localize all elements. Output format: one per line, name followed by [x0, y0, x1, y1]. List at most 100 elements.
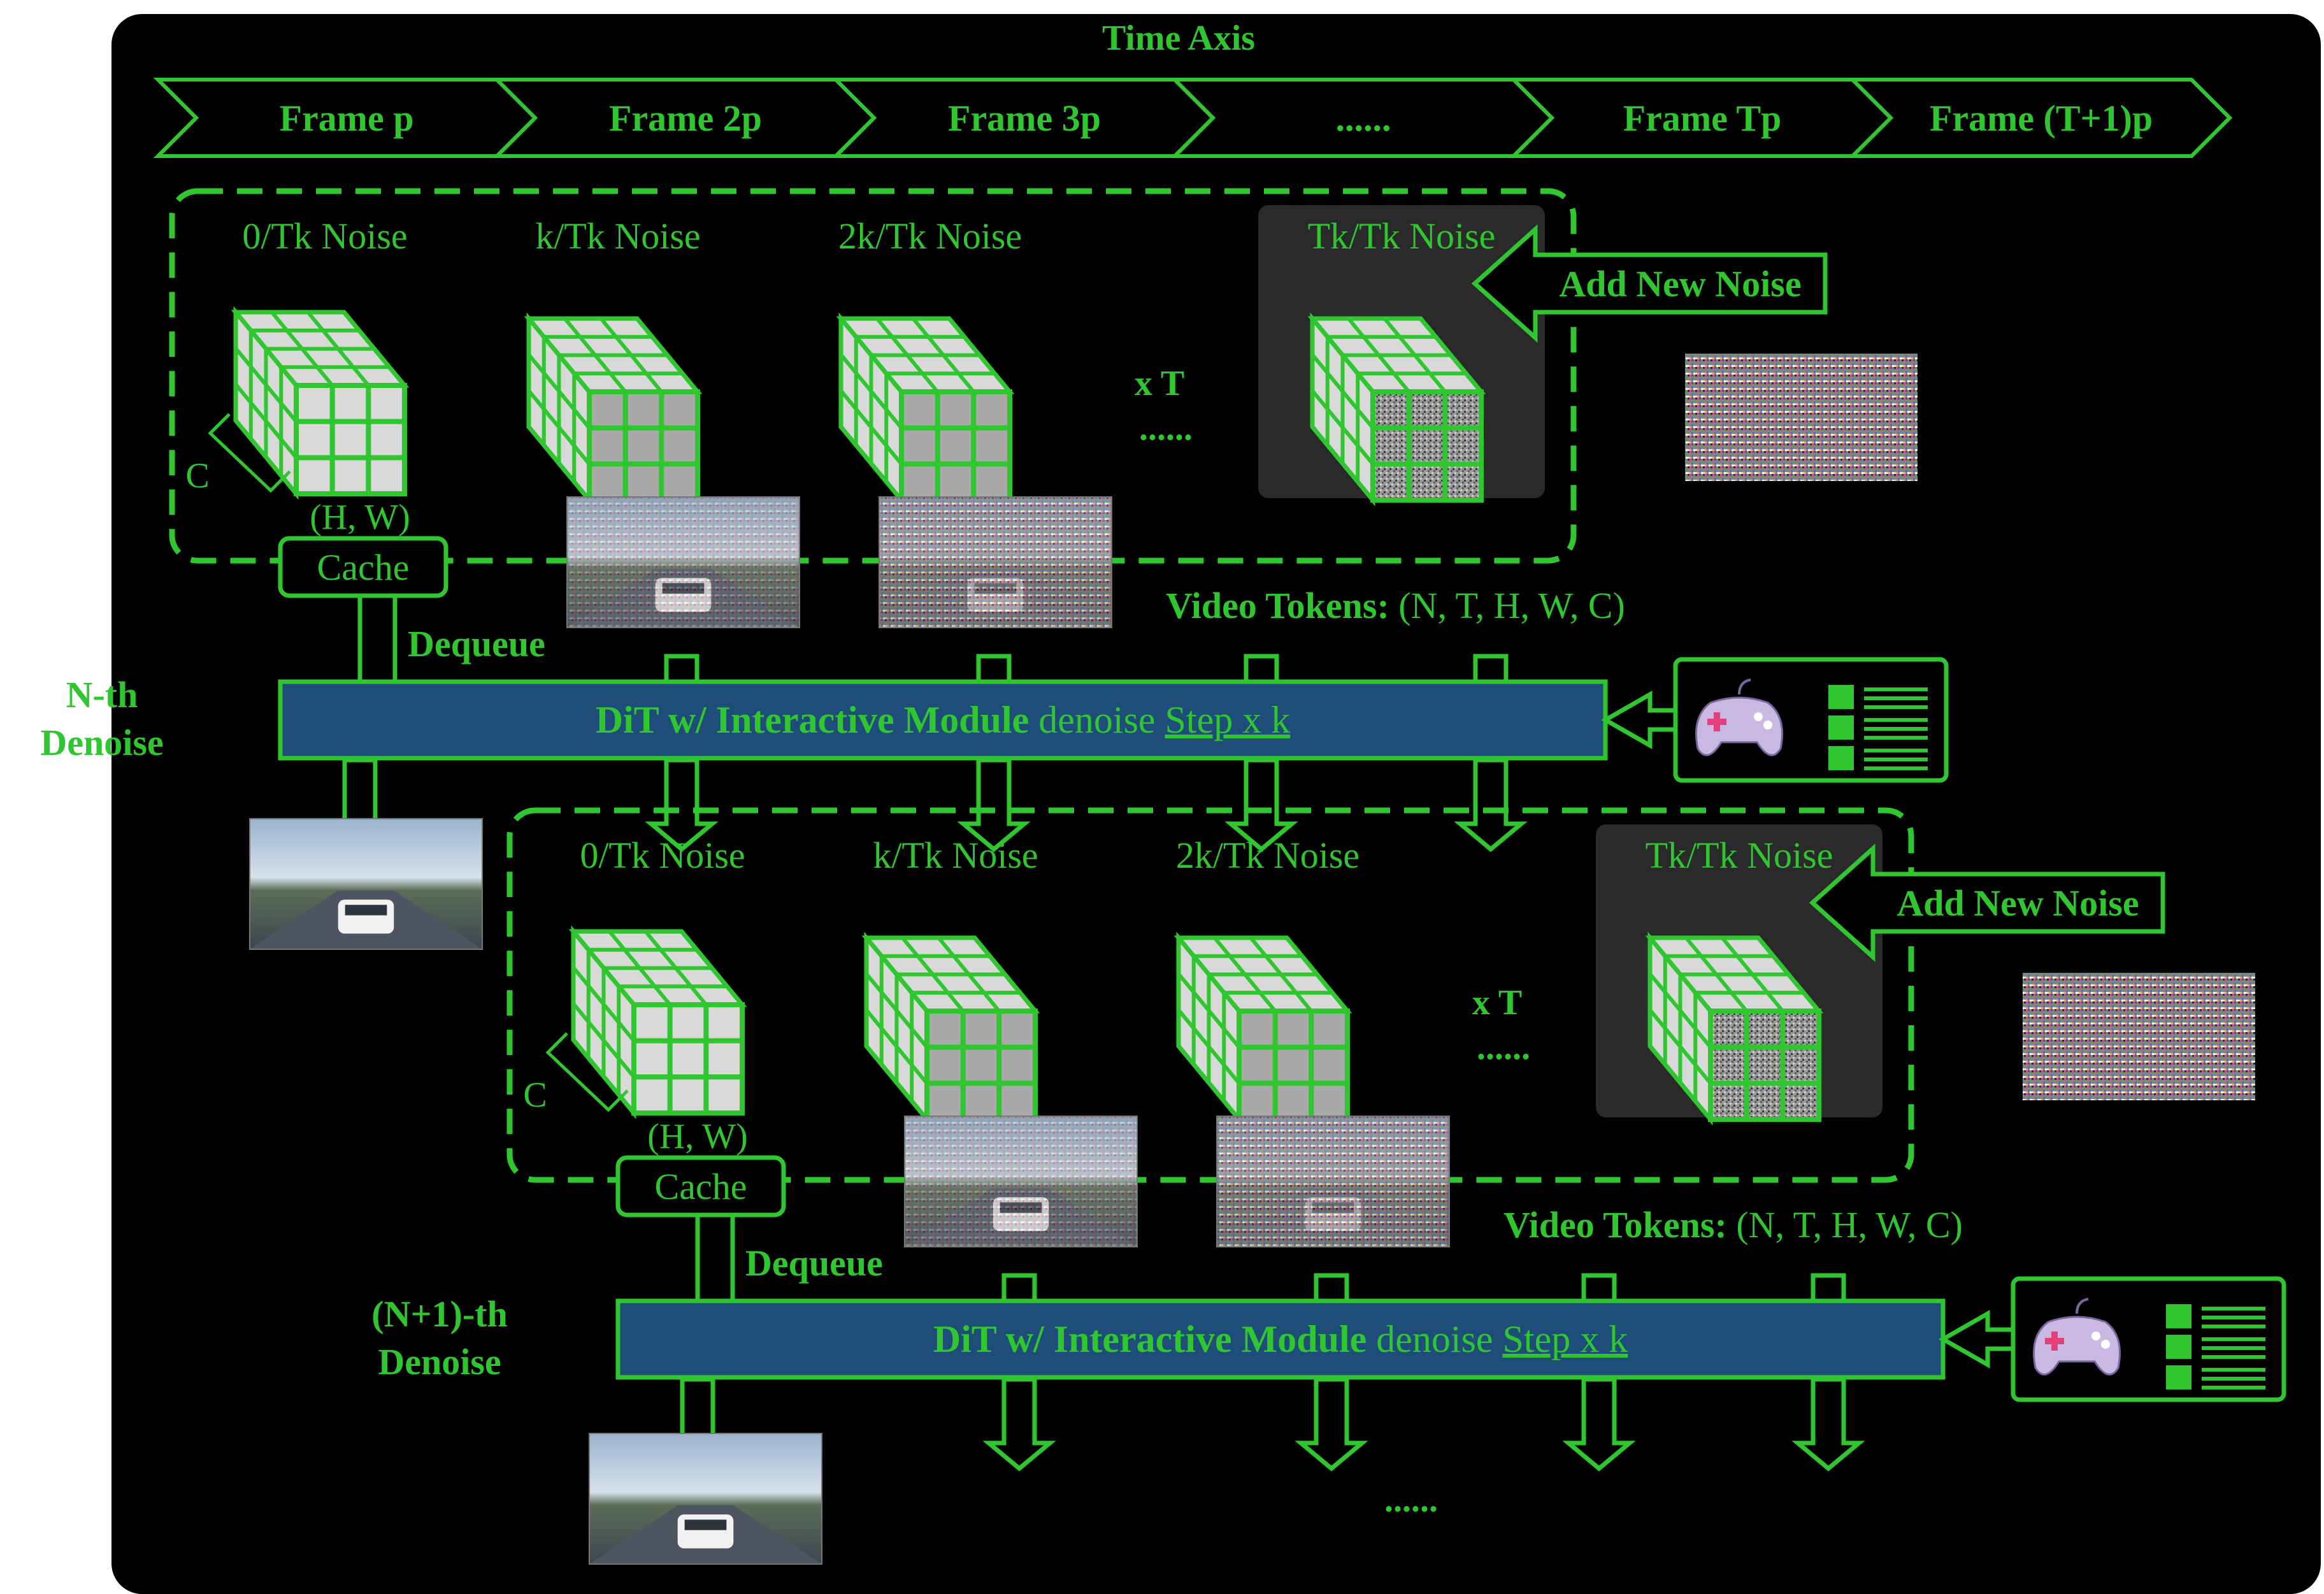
noise-overlay — [905, 1116, 1137, 1247]
final-output — [589, 1433, 822, 1565]
bottom-ellipsis: ...... — [1384, 1480, 1438, 1519]
noisy-frame — [879, 496, 1112, 628]
down-arrow — [1295, 1377, 1368, 1472]
noise-level-label: k/Tk Noise — [535, 215, 700, 257]
denoise-step-label: N-th — [66, 674, 138, 715]
token-input — [664, 654, 699, 682]
noise-overlay — [567, 497, 800, 628]
down-arrow — [1562, 1377, 1636, 1472]
cube-front — [1237, 1009, 1350, 1122]
cube-front — [899, 389, 1012, 503]
token-input — [1244, 654, 1279, 682]
down-arrow — [1454, 758, 1528, 852]
settings-icon — [1828, 746, 1854, 770]
down-arrow — [1224, 758, 1298, 852]
add-new-noise-label: Add New Noise — [1897, 882, 2139, 924]
c-dimension-label: C — [185, 456, 209, 496]
cube-front — [587, 389, 700, 503]
timeline-frame-label: Frame (T+1)p — [1930, 97, 2153, 139]
noise-level-label: 2k/Tk Noise — [1176, 835, 1359, 876]
noise-level-label: 0/Tk Noise — [242, 215, 407, 257]
cube-front — [1708, 1009, 1821, 1122]
video-tokens-shape: (N, T, H, W, C) — [1389, 585, 1625, 626]
gamepad-icon — [1695, 679, 1783, 756]
c-dimension-label: C — [523, 1075, 547, 1115]
noise-level-label: Tk/Tk Noise — [1646, 835, 1833, 876]
video-tokens-label: Video Tokens: (N, T, H, W, C) — [1503, 1204, 1963, 1246]
hw-dimension-label: (H, W) — [310, 498, 410, 537]
add-new-noise-label: Add New Noise — [1559, 263, 1801, 305]
video-tokens-bold: Video Tokens: — [1503, 1204, 1727, 1246]
latent-cube — [231, 306, 410, 500]
timeline-frame-label: Frame 3p — [948, 97, 1101, 139]
noise-level-label: 2k/Tk Noise — [838, 215, 1022, 257]
cache-box — [278, 536, 448, 598]
denoise-step-label: (N+1)-th — [371, 1293, 507, 1335]
checklist-icon — [2166, 1304, 2265, 1389]
c-dimension-bracket — [208, 413, 291, 493]
denoised-output-frame — [249, 818, 483, 950]
car-window — [345, 905, 387, 915]
timeline-frame-label: Frame 2p — [609, 97, 762, 139]
latent-cube — [1307, 312, 1486, 506]
video-tokens-shape: (N, T, H, W, C) — [1727, 1204, 1963, 1246]
token-input — [976, 654, 1012, 682]
partially-denoised-frame — [566, 496, 800, 628]
latent-cube — [524, 312, 703, 506]
cache-box — [615, 1155, 786, 1217]
token-input — [1001, 1273, 1037, 1301]
denoise-step-label: Denoise — [40, 722, 163, 763]
dequeue-label: Dequeue — [408, 623, 545, 664]
noise-level-label: 0/Tk Noise — [580, 835, 745, 876]
image-icon — [1828, 685, 1854, 709]
video-tokens-label: Video Tokens: (N, T, H, W, C) — [1166, 585, 1625, 626]
dit-bold: DiT w/ Interactive Module — [596, 699, 1029, 741]
gamepad-icon — [2033, 1298, 2121, 1375]
partially-denoised-frame — [904, 1116, 1138, 1247]
settings-icon — [2166, 1335, 2191, 1359]
timeline-chevron — [1847, 78, 2233, 158]
timeline-frame-label: Frame Tp — [1623, 97, 1782, 139]
dit-step: Step x k — [1503, 1318, 1628, 1360]
hw-dimension-label: (H, W) — [647, 1117, 748, 1156]
video-tokens-bold: Video Tokens: — [1166, 585, 1389, 626]
latent-cube — [836, 312, 1015, 506]
latent-cube — [861, 931, 1040, 1126]
dit-plain: denoise — [1366, 1318, 1502, 1360]
noise-overlay — [879, 497, 1112, 628]
noise-level-label: Tk/Tk Noise — [1308, 215, 1496, 257]
timeline-frame-label: Frame p — [280, 97, 414, 139]
settings-icon — [2166, 1365, 2191, 1389]
cube-front — [631, 1002, 745, 1116]
repeat-label: x T — [1135, 364, 1184, 403]
latent-cube — [568, 925, 747, 1119]
down-arrow — [645, 758, 719, 852]
denoise-step-label: Denoise — [378, 1341, 501, 1382]
dit-label: DiT w/ Interactive Module denoise Step x… — [933, 1318, 1628, 1360]
noise-level-label: k/Tk Noise — [873, 835, 1038, 876]
dit-bold: DiT w/ Interactive Module — [933, 1318, 1366, 1360]
settings-icon — [1828, 715, 1854, 740]
token-input — [1811, 1273, 1846, 1301]
dit-step: Step x k — [1165, 699, 1291, 741]
stage-n-plus-1-th: 0/Tk Noise k/Tk Noise 2k/Tk Noise Tk/Tk Noi… — [371, 807, 2286, 1472]
image-icon — [2166, 1304, 2191, 1328]
token-input — [1581, 1273, 1617, 1301]
token-input — [1314, 1273, 1349, 1301]
latent-cube — [1173, 931, 1352, 1126]
cube-front — [1370, 389, 1484, 503]
noise-image — [1685, 354, 1918, 481]
time-axis-title: Time Axis — [1102, 18, 1255, 58]
dequeue-label: Dequeue — [745, 1242, 883, 1284]
add-new-noise-arrow: Add New Noise — [1809, 844, 2165, 962]
token-group-box — [169, 188, 1577, 564]
denoised-output-frame — [589, 1433, 822, 1565]
noisy-frame — [1216, 1116, 1450, 1247]
car-window — [684, 1519, 727, 1530]
cache-label: Cache — [655, 1166, 747, 1207]
dit-plain: denoise — [1029, 699, 1165, 741]
add-new-noise-arrow: Add New Noise — [1471, 224, 1828, 343]
